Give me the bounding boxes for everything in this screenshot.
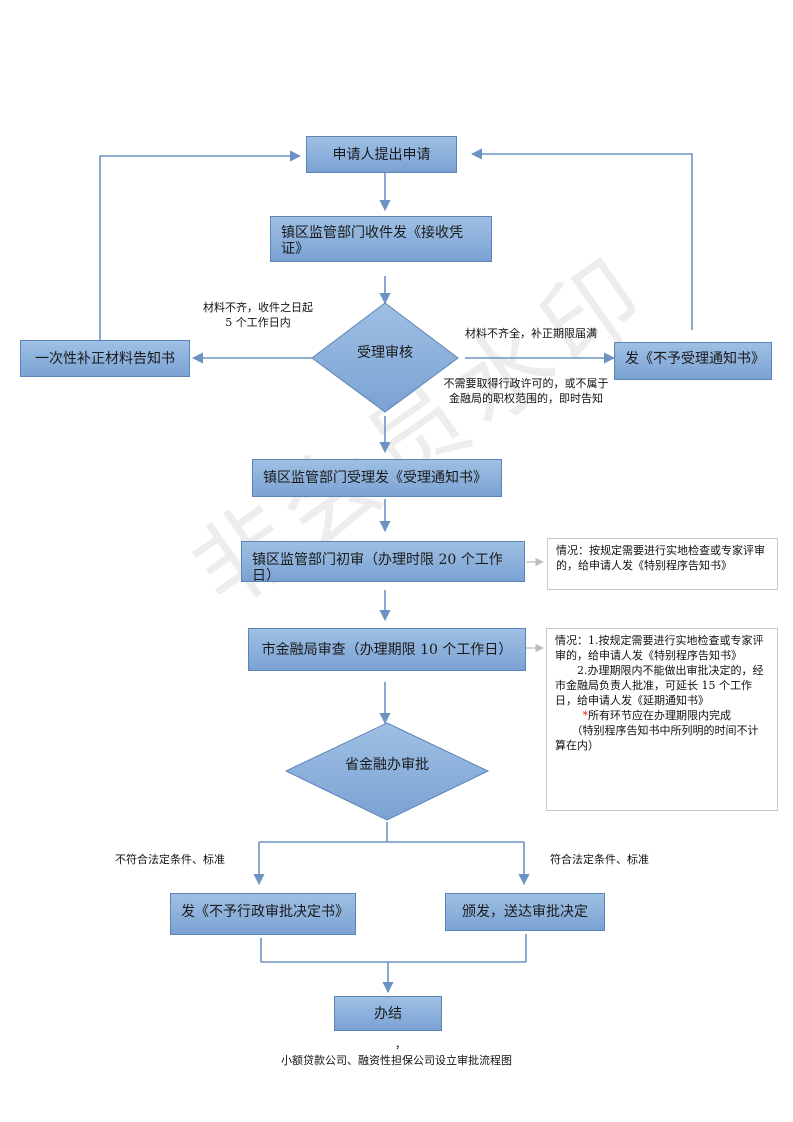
- node-accept-label: 镇区监管部门受理发《受理通知书》: [263, 470, 487, 486]
- city-note-4: （特别程序告知书中所列明的时间不计算在内）: [555, 724, 759, 752]
- city-note-3: 所有环节应在办理期限内完成: [588, 709, 731, 722]
- node-reject-accept: 发《不予受理通知书》: [614, 342, 772, 380]
- node-review-label: 受理审核: [357, 345, 413, 361]
- node-reject-accept-label: 发《不予受理通知书》: [625, 351, 765, 367]
- city-note-2: 2.办理期限内不能做出审批决定的，经市金融局负责人批准，可延长 15 个工作日，…: [555, 664, 764, 707]
- node-initial-review: 镇区监管部门初审（办理时限 20 个工作日）: [241, 541, 525, 582]
- node-reject-decision-label: 发《不予行政审批决定书》: [181, 904, 349, 920]
- node-apply: 申请人提出申请: [306, 136, 457, 173]
- node-receive-label: 镇区监管部门收件发《接收凭证》: [281, 225, 463, 257]
- label-not-qualified: 不符合法定条件、标准: [115, 853, 225, 866]
- node-apply-label: 申请人提出申请: [332, 146, 431, 163]
- node-city-review: 市金融局审查（办理期限 10 个工作日）: [248, 628, 526, 671]
- diagram-caption: 小额贷款公司、融资性担保公司设立审批流程图: [281, 1054, 512, 1067]
- arrow-reject-to-apply: [470, 148, 693, 330]
- node-issue-decision-label: 颁发，送达审批决定: [462, 904, 588, 920]
- city-note-star: *: [582, 709, 589, 722]
- node-receive: 镇区监管部门收件发《接收凭证》: [270, 216, 492, 262]
- initial-review-note-text: 情况：按规定需要进行实地检查或专家评审的，给申请人发《特别程序告知书》: [556, 544, 765, 572]
- label-not-required: 不需要取得行政许可的，或不属于金融局的职权范围的，即时告知: [443, 377, 609, 405]
- province-approval-diamond: [284, 722, 490, 821]
- node-province-approval-label: 省金融办审批: [345, 757, 429, 773]
- label-qualified: 符合法定条件、标准: [550, 853, 649, 866]
- review-diamond: [311, 302, 459, 413]
- node-correction-notice-label: 一次性补正材料告知书: [35, 350, 175, 367]
- initial-review-note-panel: 情况：按规定需要进行实地检查或专家评审的，给申请人发《特别程序告知书》: [547, 538, 778, 590]
- arrow-correction-to-apply: [99, 150, 302, 340]
- node-initial-review-label: 镇区监管部门初审（办理时限 20 个工作日）: [252, 552, 503, 582]
- city-note-1: 情况：1.按规定需要进行实地检查或专家评审的，给申请人发《特别程序告知书》: [555, 634, 764, 662]
- node-city-review-label: 市金融局审查（办理期限 10 个工作日）: [261, 641, 513, 658]
- stray-mark: ，: [395, 1038, 406, 1051]
- label-incomplete-materials: 材料不齐，收件之日起 5 个工作日内: [203, 301, 313, 329]
- node-reject-decision: 发《不予行政审批决定书》: [170, 893, 356, 935]
- node-accept: 镇区监管部门受理发《受理通知书》: [252, 459, 502, 497]
- label-not-corrected: 材料不齐全，补正期限届满: [465, 327, 597, 340]
- node-complete: 办结: [334, 996, 442, 1031]
- node-issue-decision: 颁发，送达审批决定: [445, 893, 605, 931]
- city-review-note-panel: 情况：1.按规定需要进行实地检查或专家评审的，给申请人发《特别程序告知书》 2.…: [546, 628, 778, 811]
- node-correction-notice: 一次性补正材料告知书: [20, 340, 190, 377]
- node-complete-label: 办结: [374, 1005, 402, 1022]
- city-note-3-line: *所有环节应在办理期限内完成: [555, 708, 769, 723]
